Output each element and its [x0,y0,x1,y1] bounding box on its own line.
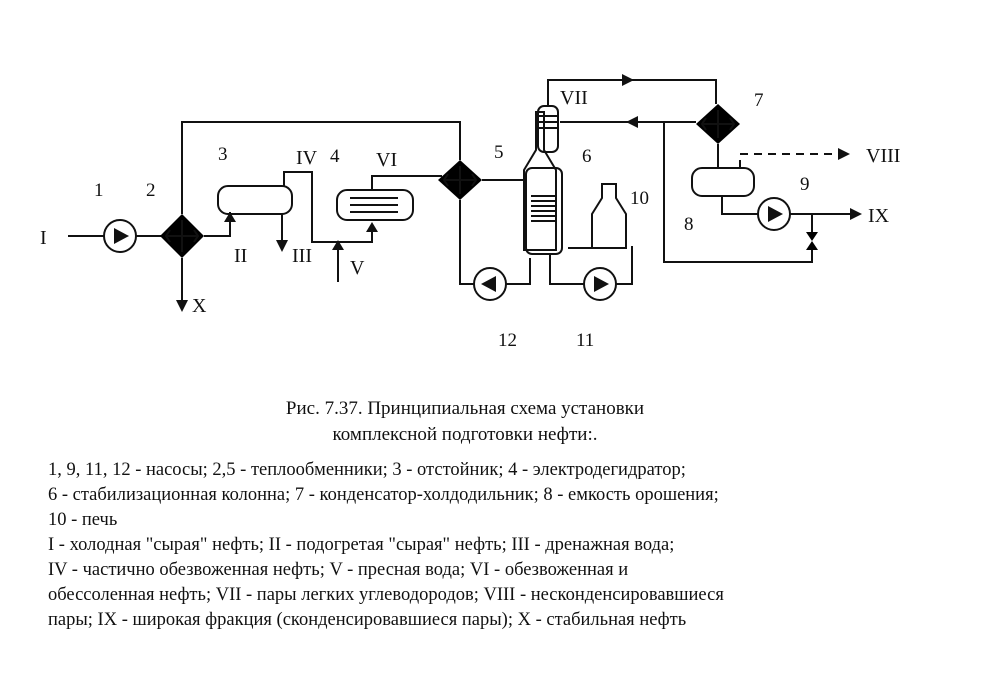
legend-line: пары; IX - широкая фракция (сконденсиров… [48,610,687,630]
caption-line-2: комплексной подготовки нефти:. [332,424,598,445]
label-VII: VII [560,87,588,109]
furnace-10 [591,183,627,249]
legend-line: обессоленная нефть; VII - пары легких уг… [48,585,724,605]
label-6: 6 [582,146,592,167]
label-7: 7 [754,90,764,111]
legend-line: 6 - стабилизационная колонна; 7 - конден… [48,485,719,505]
reflux-drum-8 [691,167,755,197]
process-flow-diagram: 1 2 3 4 5 6 7 8 9 10 11 12 I II III IV V… [40,74,900,351]
label-IX: IX [868,205,890,227]
label-1: 1 [94,180,104,201]
label-8: 8 [684,214,694,235]
label-VI: VI [376,149,397,171]
stream-II-line [204,212,231,237]
pump-1 [103,219,137,253]
return-line-top [181,121,461,214]
stream-X-arrow [176,300,188,312]
stream-VI-line [371,175,442,190]
stabilizing-column-6 [523,105,563,255]
pump-11 [583,267,617,301]
legend-line: 1, 9, 11, 12 - насосы; 2,5 - теплообменн… [48,460,686,480]
legend-line: 10 - печь [48,510,118,530]
caption-line-1: Рис. 7.37. Принципиальная схема установк… [285,398,645,419]
label-11: 11 [576,330,594,351]
pump-12 [473,267,507,301]
heat-exchanger-5 [438,160,482,200]
label-III: III [292,245,312,267]
label-10: 10 [630,188,649,209]
label-V: V [350,257,365,279]
label-II: II [234,245,247,267]
label-VIII: VIII [866,145,900,167]
label-4: 4 [330,146,340,167]
label-2: 2 [146,180,156,201]
label-5: 5 [494,142,504,163]
condenser-7 [696,104,740,144]
label-IV: IV [296,147,318,169]
legend-line: IV - частично обезвоженная нефть; V - пр… [48,560,629,580]
label-I: I [40,227,47,249]
control-valve [806,232,818,250]
settler-3 [217,185,293,215]
legend-line: I - холодная "сырая" нефть; II - подогре… [48,535,675,555]
figure-caption: Рис. 7.37. Принципиальная схема установк… [250,396,680,448]
label-12: 12 [498,330,517,351]
label-X: X [192,295,207,317]
electrodehydrator-4 [336,189,414,221]
figure-legend: 1, 9, 11, 12 - насосы; 2,5 - теплообменн… [48,458,868,633]
stream-VIII-line [739,153,838,168]
pump12-loop [459,200,474,285]
stream-IV-line [283,171,350,243]
pump-9 [757,197,791,231]
label-3: 3 [218,144,228,165]
label-9: 9 [800,174,810,195]
column-to-pump11-line [549,254,584,285]
heat-exchanger-2 [160,214,204,258]
drum-to-pump9-line [721,196,758,215]
